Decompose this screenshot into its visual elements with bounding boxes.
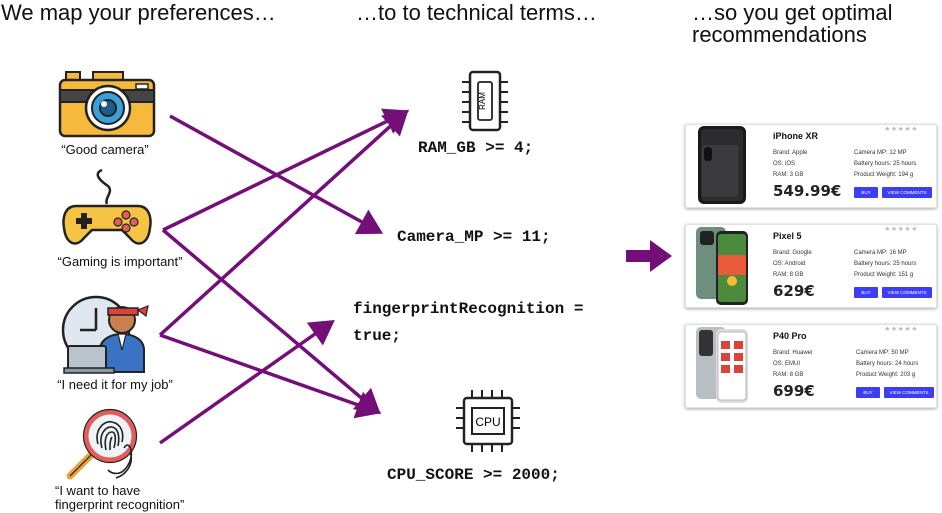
spec-ram: RAM: 8 GB bbox=[773, 372, 804, 378]
product-price: 699€ bbox=[773, 382, 815, 400]
camera-icon bbox=[58, 70, 156, 140]
header-recommendations-line2: recommendations bbox=[692, 22, 867, 47]
spec-brand: Brand: Huawei bbox=[773, 350, 813, 356]
fingerprint-icon bbox=[64, 408, 144, 480]
buy-button[interactable]: BUY bbox=[856, 387, 880, 398]
product-card-p40-pro[interactable]: P40 Pro ★★★★★ Brand: Huawei OS: EMUI RAM… bbox=[685, 324, 937, 408]
spec-weight: Product Weight: 151 g bbox=[854, 272, 914, 278]
spec-weight: Product Weight: 203 g bbox=[856, 372, 916, 378]
spec-brand: Brand: Apple bbox=[773, 150, 808, 156]
rating-stars: ★★★★★ bbox=[884, 325, 918, 333]
spec-os: OS: Android bbox=[773, 261, 806, 267]
product-price: 549.99€ bbox=[773, 182, 842, 200]
preference-label-gaming: “Gaming is important” bbox=[57, 254, 183, 269]
gamepad-icon bbox=[62, 168, 152, 252]
spec-ram: RAM: 8 GB bbox=[773, 272, 804, 278]
preference-label-job: “I need it for my job” bbox=[57, 377, 173, 392]
spec-battery: Battery hours: 24 hours bbox=[856, 361, 919, 367]
term-fingerprint-line1: fingerprintRecognition = bbox=[353, 300, 584, 318]
spec-brand: Brand: Google bbox=[773, 250, 812, 256]
specs-right: Camera MP: 16 MP Battery hours: 25 hours… bbox=[854, 248, 916, 281]
preference-label-fingerprint-line1: “I want to have bbox=[55, 483, 141, 498]
term-fingerprint-line2: true; bbox=[353, 327, 402, 345]
view-comments-button[interactable]: VIEW COMMENTS bbox=[882, 187, 932, 198]
spec-os: OS: EMUI bbox=[773, 361, 801, 367]
buy-button[interactable]: BUY bbox=[854, 187, 878, 198]
spec-camera: Camera MP: 16 MP bbox=[854, 250, 907, 256]
header-technical-terms: …to to technical terms… bbox=[356, 0, 597, 25]
product-card-iphone-xr[interactable]: iPhone XR ★★★★★ Brand: Apple OS: iOS RAM… bbox=[685, 124, 937, 208]
specs-left: Brand: Apple OS: iOS RAM: 3 GB bbox=[773, 148, 807, 181]
spec-camera: Camera MP: 12 MP bbox=[854, 150, 907, 156]
spec-os: OS: iOS bbox=[773, 161, 796, 167]
rating-stars: ★★★★★ bbox=[884, 125, 918, 133]
spec-battery: Battery hours: 25 hours bbox=[854, 161, 917, 167]
ram-chip-icon: RAM bbox=[462, 70, 508, 132]
spec-battery: Battery hours: 25 hours bbox=[854, 261, 917, 267]
specs-left: Brand: Huawei OS: EMUI RAM: 8 GB bbox=[773, 348, 812, 381]
phone-image-iphone-xr bbox=[698, 126, 746, 204]
spec-camera: Camera MP: 50 MP bbox=[856, 350, 909, 356]
view-comments-button[interactable]: VIEW COMMENTS bbox=[882, 287, 932, 298]
ram-chip-label: RAM bbox=[478, 92, 487, 110]
arrow-gaming-to-ram bbox=[162, 108, 410, 232]
product-price: 629€ bbox=[773, 282, 815, 300]
phone-image-pixel-5 bbox=[696, 227, 748, 305]
arrow-job-to-ram bbox=[158, 109, 409, 337]
preference-label-camera: “Good camera” bbox=[61, 142, 149, 157]
arrow-job-to-cpu bbox=[159, 333, 382, 419]
term-camera: Camera_MP >= 11; bbox=[397, 228, 551, 246]
product-name[interactable]: iPhone XR bbox=[773, 131, 819, 141]
view-comments-button[interactable]: VIEW COMMENTS bbox=[884, 387, 934, 398]
office-worker-icon bbox=[60, 294, 152, 374]
specs-right: Camera MP: 50 MP Battery hours: 24 hours… bbox=[856, 348, 918, 381]
big-arrow-to-products bbox=[626, 240, 672, 272]
product-card-pixel-5[interactable]: Pixel 5 ★★★★★ Brand: Google OS: Android … bbox=[685, 224, 937, 308]
spec-weight: Product Weight: 194 g bbox=[854, 172, 914, 178]
preference-label-fingerprint-line2: fingerprint recognition” bbox=[55, 497, 185, 512]
arrow-gaming-to-cpu bbox=[161, 228, 381, 415]
header-recommendations-line1: …so you get optimal bbox=[692, 0, 893, 25]
cpu-chip-label: CPU bbox=[475, 415, 500, 429]
term-cpu: CPU_SCORE >= 2000; bbox=[387, 466, 560, 484]
arrow-fingerprint-to-fingerprint-recognition bbox=[158, 319, 335, 445]
cpu-chip-icon: CPU bbox=[454, 390, 524, 452]
product-name[interactable]: P40 Pro bbox=[773, 331, 807, 341]
spec-ram: RAM: 3 GB bbox=[773, 172, 804, 178]
product-name[interactable]: Pixel 5 bbox=[773, 231, 802, 241]
specs-left: Brand: Google OS: Android RAM: 8 GB bbox=[773, 248, 812, 281]
specs-right: Camera MP: 12 MP Battery hours: 25 hours… bbox=[854, 148, 916, 181]
rating-stars: ★★★★★ bbox=[884, 225, 918, 233]
term-ram: RAM_GB >= 4; bbox=[418, 139, 534, 157]
buy-button[interactable]: BUY bbox=[854, 287, 878, 298]
header-preferences: We map your preferences… bbox=[1, 0, 276, 25]
phone-image-p40-pro bbox=[696, 327, 748, 403]
